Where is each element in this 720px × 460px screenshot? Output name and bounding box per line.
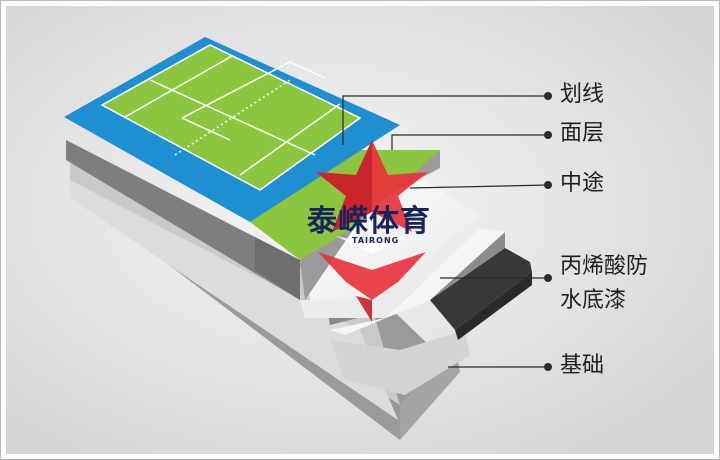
layer-primer <box>430 248 532 330</box>
label-primer-line2: 水底漆 <box>560 288 627 313</box>
label-base: 基础 <box>560 353 605 378</box>
logo-star-icon <box>316 140 428 322</box>
tennis-court <box>64 37 400 222</box>
logo-name: 泰嵘体育 <box>307 204 431 239</box>
layer-base <box>70 160 470 440</box>
label-marking-lines: 划线 <box>560 82 605 107</box>
slab-side <box>66 140 300 300</box>
pointer-dots <box>544 92 552 371</box>
logo-subtitle: TAIRONG <box>352 236 400 245</box>
label-top-coat: 面层 <box>560 121 605 146</box>
label-middle-coat: 中途 <box>560 171 605 196</box>
label-primer-line1: 丙烯酸防 <box>560 254 649 279</box>
court-marking-lines <box>100 44 362 191</box>
pointer-lines <box>342 95 549 368</box>
